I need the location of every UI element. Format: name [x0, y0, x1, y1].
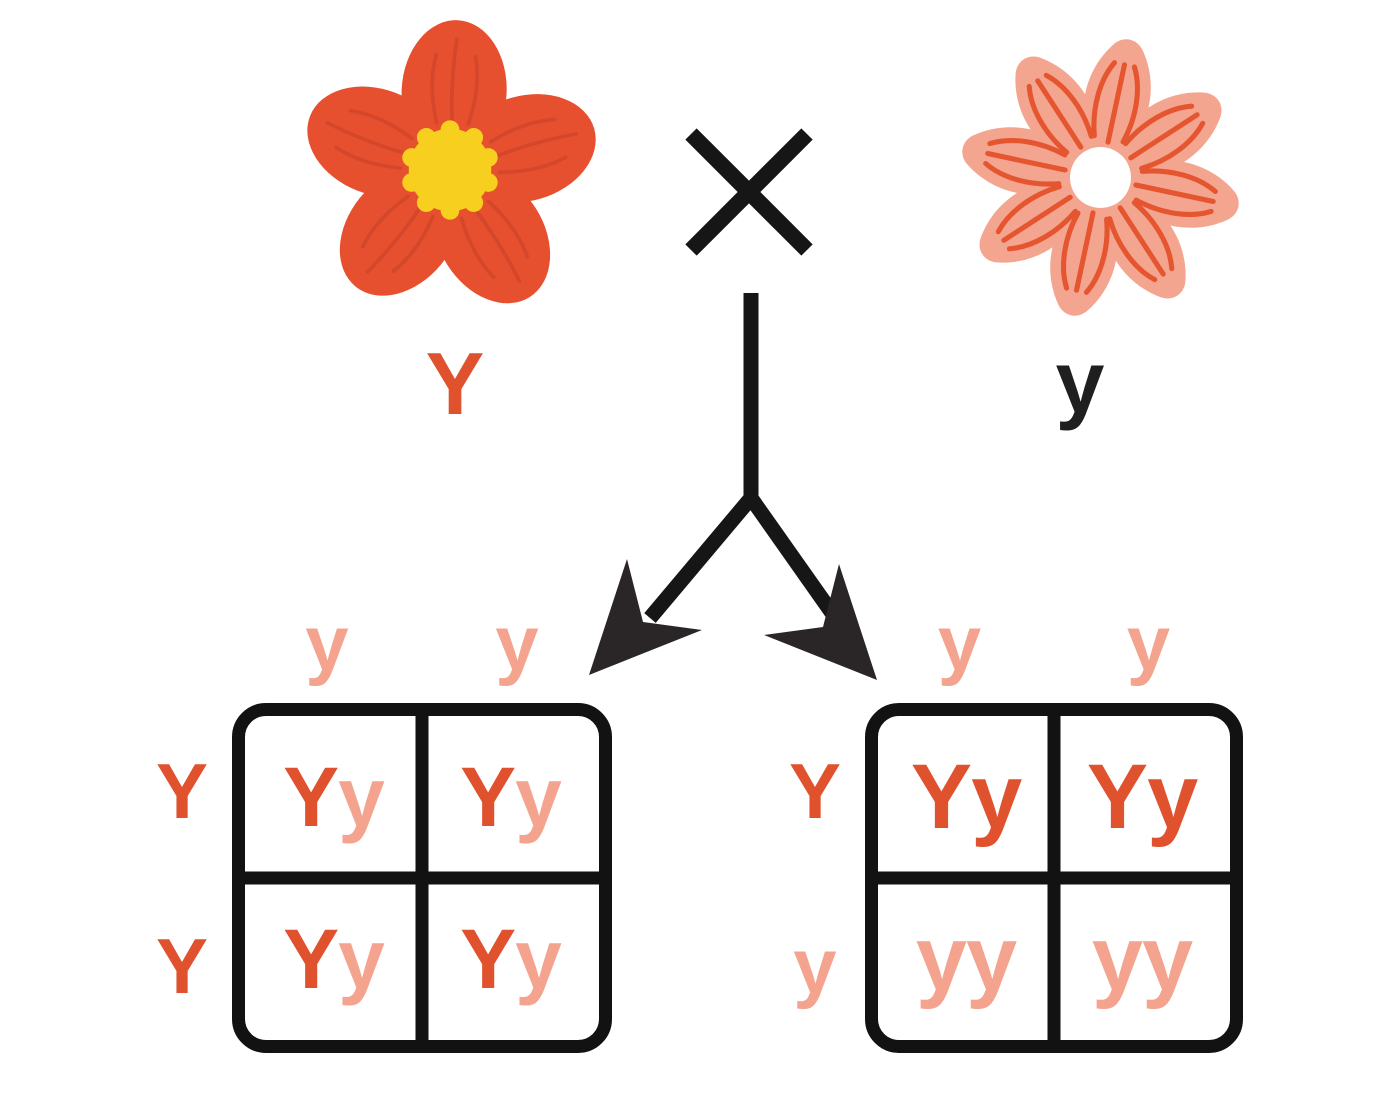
allele-b: y — [338, 912, 385, 1006]
allele-a: y — [1091, 908, 1143, 1010]
allele-text: Y — [425, 334, 485, 433]
col-header: y — [937, 599, 982, 687]
flower-left-center — [402, 120, 498, 220]
punnett-left-row-headers: Y Y — [146, 703, 218, 1053]
punnett-right-col-headers: y y — [865, 591, 1243, 695]
allele-b: y — [1142, 908, 1193, 1010]
allele-b: y — [515, 750, 562, 844]
flower-right-center — [1070, 147, 1131, 208]
parent-right-allele-label: y — [1015, 338, 1145, 426]
col-header: y — [495, 599, 539, 687]
punnett-cell: Y y — [1054, 716, 1230, 878]
row-header: Y — [779, 703, 851, 878]
punnett-cell: Y y — [422, 878, 599, 1040]
arrowhead-right — [764, 564, 877, 680]
punnett-cell: Y y — [422, 716, 599, 878]
parent-left-allele-label: Y — [390, 340, 520, 428]
grid-divider-horizontal — [245, 871, 599, 885]
row-header: Y — [146, 878, 218, 1053]
arrowhead-left — [589, 559, 702, 675]
allele-b: y — [971, 746, 1022, 848]
row-header-text: Y — [155, 746, 209, 835]
allele-a: Y — [283, 912, 339, 1006]
row-header: Y — [146, 703, 218, 878]
flower-left-icon — [307, 20, 596, 304]
allele-a: y — [915, 908, 967, 1010]
flower-right-icon — [962, 39, 1239, 316]
punnett-left-grid: Y y Y y Y y Y y — [232, 703, 612, 1053]
punnett-cell: Y y — [245, 878, 422, 1040]
punnett-square-left: y y Y Y Y y Y y Y y Y — [156, 604, 612, 1053]
col-header: y — [1126, 599, 1171, 687]
allele-a: Y — [910, 746, 972, 848]
punnett-left-col-headers: y y — [232, 591, 612, 695]
cross-icon — [685, 128, 813, 256]
allele-b: y — [515, 912, 562, 1006]
row-header-text: Y — [788, 746, 842, 835]
row-header: y — [779, 878, 851, 1053]
allele-text: y — [1055, 332, 1105, 431]
allele-a: Y — [283, 750, 339, 844]
allele-b: y — [1147, 746, 1198, 848]
punnett-right-grid: Y y Y y y y y y — [865, 703, 1243, 1053]
allele-b: y — [338, 750, 385, 844]
punnett-cell: y y — [1054, 878, 1230, 1040]
allele-b: y — [966, 908, 1017, 1010]
allele-a: Y — [1086, 746, 1148, 848]
punnett-right-row-headers: Y y — [779, 703, 851, 1053]
punnett-cell: Y y — [245, 716, 422, 878]
grid-divider-horizontal — [878, 871, 1230, 885]
row-header-text: Y — [155, 921, 209, 1010]
allele-a: Y — [460, 912, 516, 1006]
col-header: y — [305, 599, 349, 687]
allele-a: Y — [460, 750, 516, 844]
row-header-text: y — [793, 921, 837, 1010]
punnett-cell: y y — [878, 878, 1054, 1040]
punnett-square-right: y y Y y Y y Y y y y y — [789, 604, 1243, 1053]
fork-arrow-icon — [589, 293, 877, 680]
punnett-cell: Y y — [878, 716, 1054, 878]
